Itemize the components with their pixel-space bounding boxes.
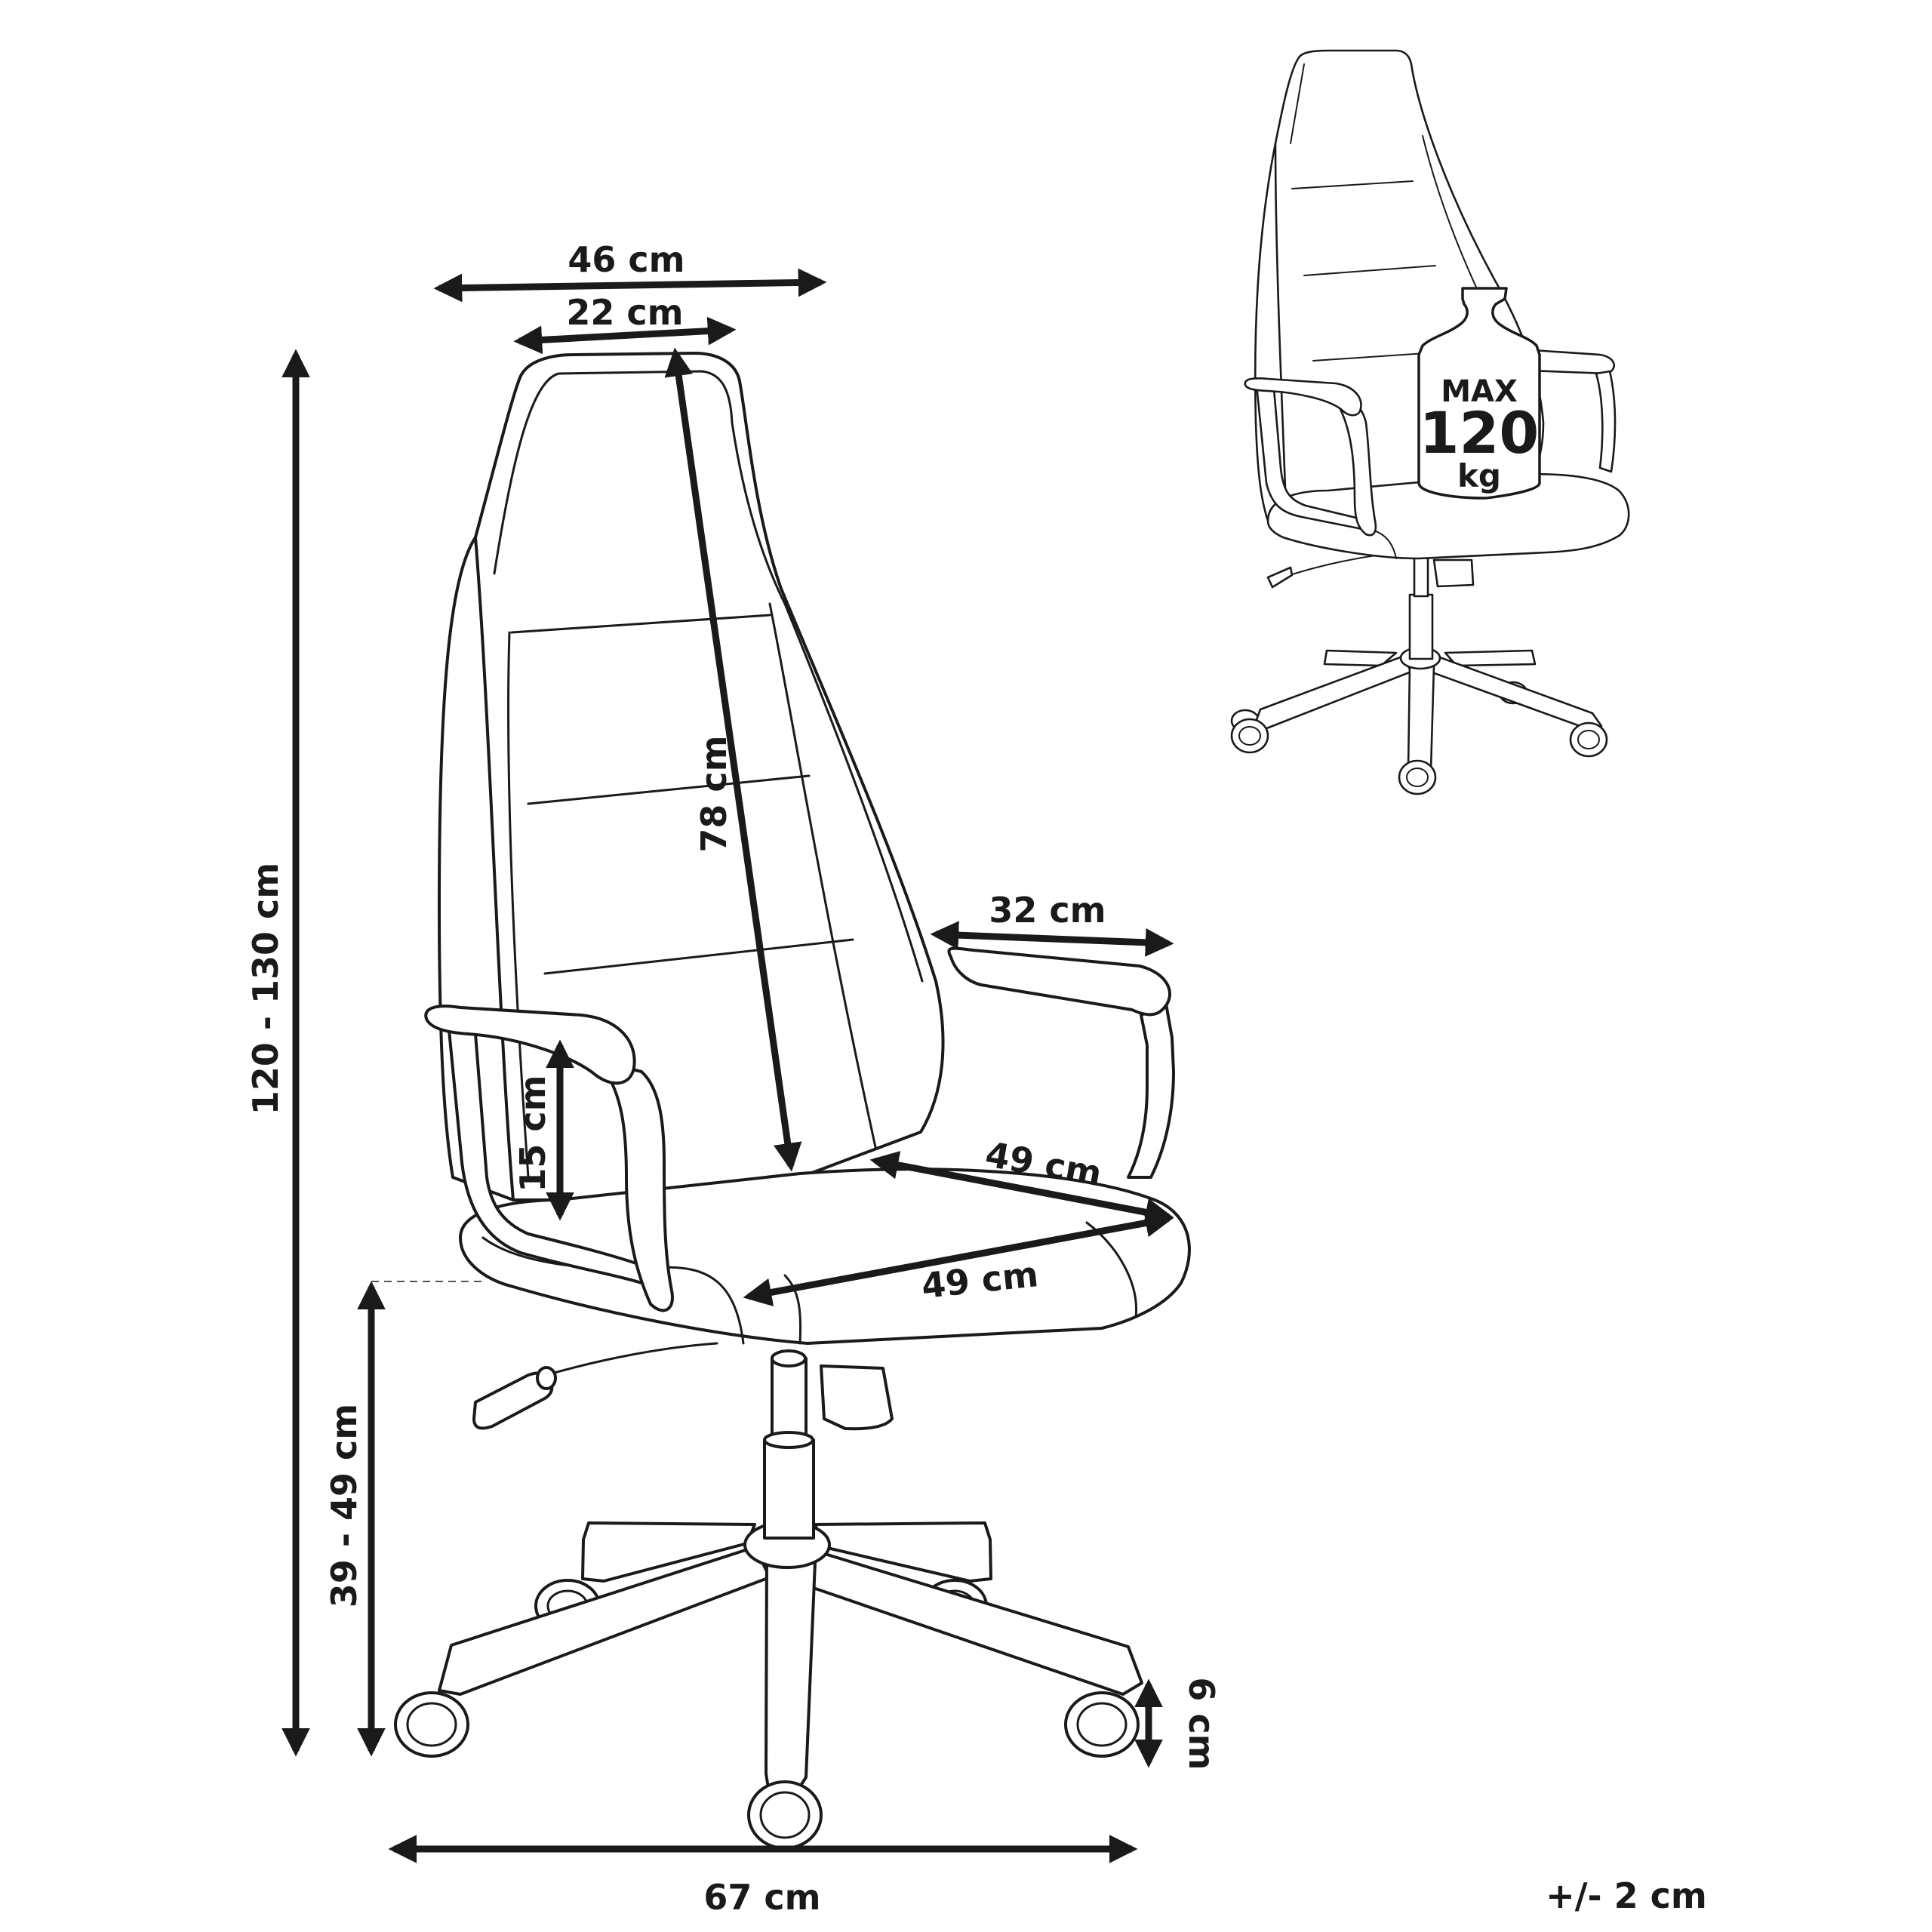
backrest-height-label: 78 cm: [694, 735, 734, 852]
caster-front-left: [394, 1691, 469, 1758]
armrest-length-label: 32 cm: [989, 890, 1106, 931]
star-base: [394, 1521, 1143, 1850]
left-armrest: [424, 1004, 674, 1312]
dimension-lines: [281, 268, 1174, 1863]
backrest-height-arrow: [664, 347, 802, 1172]
seat-height-label: 39 - 49 cm: [324, 1404, 365, 1607]
gas-cylinder: [763, 1349, 894, 1540]
max-label: MAX: [1441, 374, 1518, 409]
overall-height-label: 120 - 130 cm: [245, 863, 286, 1115]
gas-lever: [472, 1342, 718, 1430]
caster-front-right: [1064, 1691, 1140, 1758]
small-left-armrest: [1244, 377, 1377, 537]
max-weight-unit: kg: [1457, 457, 1501, 494]
max-weight-value: 120: [1420, 399, 1540, 466]
headrest-width-arrow: [513, 316, 737, 355]
seat-width-arrow: [743, 1208, 1174, 1307]
right-armrest: [947, 946, 1175, 1179]
small-star-base: [1230, 646, 1608, 795]
small-cylinder: [1266, 550, 1475, 660]
back-width-label: 46 cm: [568, 239, 685, 280]
headrest-width-label: 22 cm: [566, 292, 683, 333]
armrest-length-arrow: [930, 921, 1174, 957]
max-weight-badge: MAX 120 kg: [1417, 287, 1541, 500]
armrest-height-label: 15 cm: [512, 1075, 553, 1192]
seat-depth-arrow: [869, 1151, 1174, 1226]
tolerance-note: +/- 2 cm: [1546, 1875, 1707, 1916]
caster-height-label: 6 cm: [1181, 1677, 1222, 1770]
base-width-label: 67 cm: [703, 1877, 820, 1918]
caster-front-center: [747, 1780, 823, 1850]
weight-icon: [1417, 287, 1541, 500]
back-width-arrow: [433, 268, 827, 303]
